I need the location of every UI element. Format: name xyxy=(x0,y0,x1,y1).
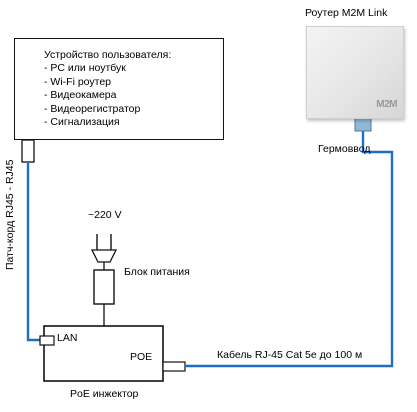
patch-cord-line xyxy=(26,162,48,342)
user-device-list: Устройство пользователя: - PC или ноутбу… xyxy=(44,49,171,129)
device-rj45-connector xyxy=(21,139,35,163)
user-device-item: - Сигнализация xyxy=(44,116,120,129)
cable-label: Кабель RJ-45 Cat 5e до 100 м xyxy=(217,349,363,361)
plug-head xyxy=(90,249,118,263)
lan-label: LAN xyxy=(57,332,78,344)
ethernet-cable-line xyxy=(185,131,394,368)
voltage-label: ~220 V xyxy=(88,209,122,221)
user-device-item: - Wi-Fi роутер xyxy=(44,75,111,88)
gland-label: Гермоввод xyxy=(318,143,371,155)
user-device-box xyxy=(14,38,224,140)
user-device-item: - PC или ноутбук xyxy=(44,62,126,75)
router-gland xyxy=(354,117,372,132)
router-logo: M2M xyxy=(376,99,397,110)
lan-port xyxy=(39,335,55,346)
patch-cord-label: Патч-корд RJ45 - RJ45 xyxy=(4,159,16,270)
poe-port-connector xyxy=(162,361,186,372)
poe-label: POE xyxy=(130,351,153,363)
user-device-heading: Устройство пользователя: xyxy=(44,49,172,61)
user-device-item: - Видеокамера xyxy=(44,89,117,102)
router-title: Роутер M2M Link xyxy=(305,7,388,19)
power-supply-label: Блок питания xyxy=(124,266,190,278)
injector-name: PoE инжектор xyxy=(70,388,139,400)
poe-injector-box xyxy=(43,325,164,382)
router-image: M2M xyxy=(306,26,404,119)
power-supply-block xyxy=(93,269,115,305)
user-device-item: - Видеорегистратор xyxy=(44,102,141,115)
